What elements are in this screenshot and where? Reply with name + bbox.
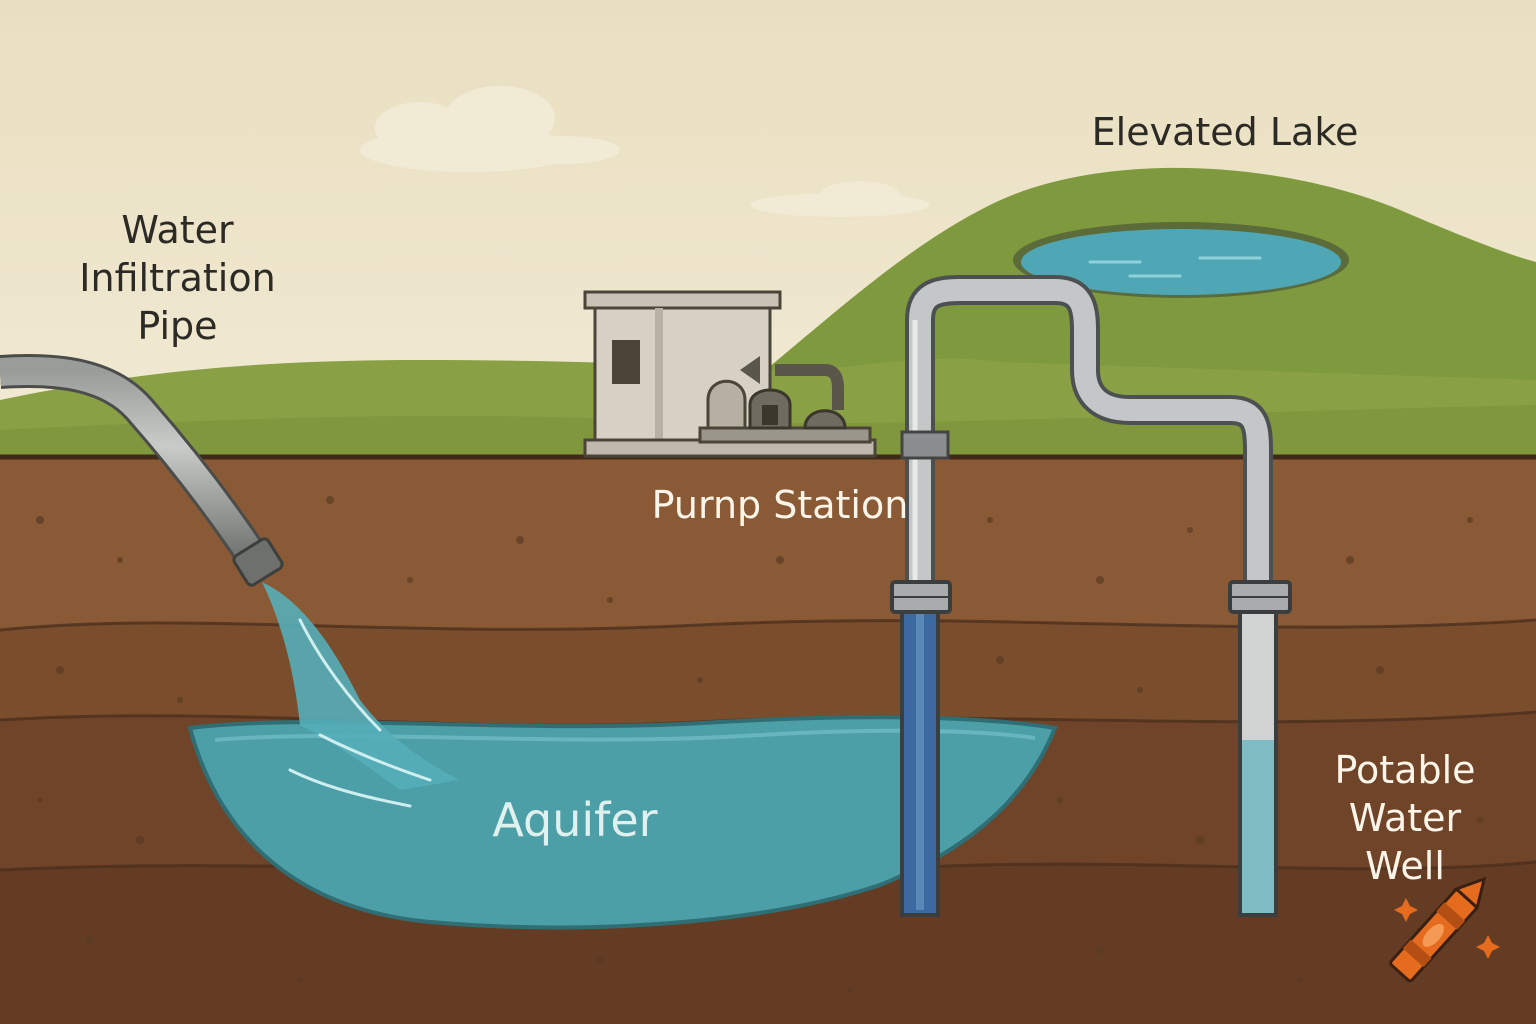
- potable-well-label: Potable Water Well: [1300, 746, 1510, 890]
- pump-well: [890, 580, 952, 917]
- water-stream: [262, 582, 460, 790]
- infiltration-pipe-label: Water Infiltration Pipe: [55, 206, 300, 350]
- potable-well: [1228, 580, 1292, 917]
- infiltration-pipe-body: [0, 356, 267, 568]
- elevated-lake-label: Elevated Lake: [1091, 110, 1359, 154]
- lake-supply-pipe: [909, 279, 1269, 600]
- aquifer-label: Aquifer: [492, 793, 658, 847]
- sparkle-icon: [1394, 898, 1500, 959]
- well-label-line: Water: [1348, 796, 1462, 840]
- infiltration-label-line: Pipe: [137, 304, 218, 348]
- well-label-line: Well: [1365, 844, 1445, 888]
- water-flow-lines: [288, 618, 432, 808]
- pipe-nozzle: [232, 537, 284, 587]
- pump-station-label: Purnp Station: [651, 483, 909, 527]
- cloud: [750, 181, 930, 217]
- lake: [1021, 229, 1341, 295]
- crayon-icon: [1389, 876, 1487, 983]
- soil-pebbles: [36, 496, 1483, 993]
- lake-ripples: [1088, 256, 1262, 278]
- infiltration-label-line: Water: [121, 208, 234, 252]
- well-label-line: Potable: [1334, 748, 1476, 792]
- cloud: [360, 86, 620, 172]
- pump-station: [583, 290, 877, 458]
- pipe-bracket: [900, 430, 950, 460]
- infiltration-label-line: Infiltration: [79, 256, 276, 300]
